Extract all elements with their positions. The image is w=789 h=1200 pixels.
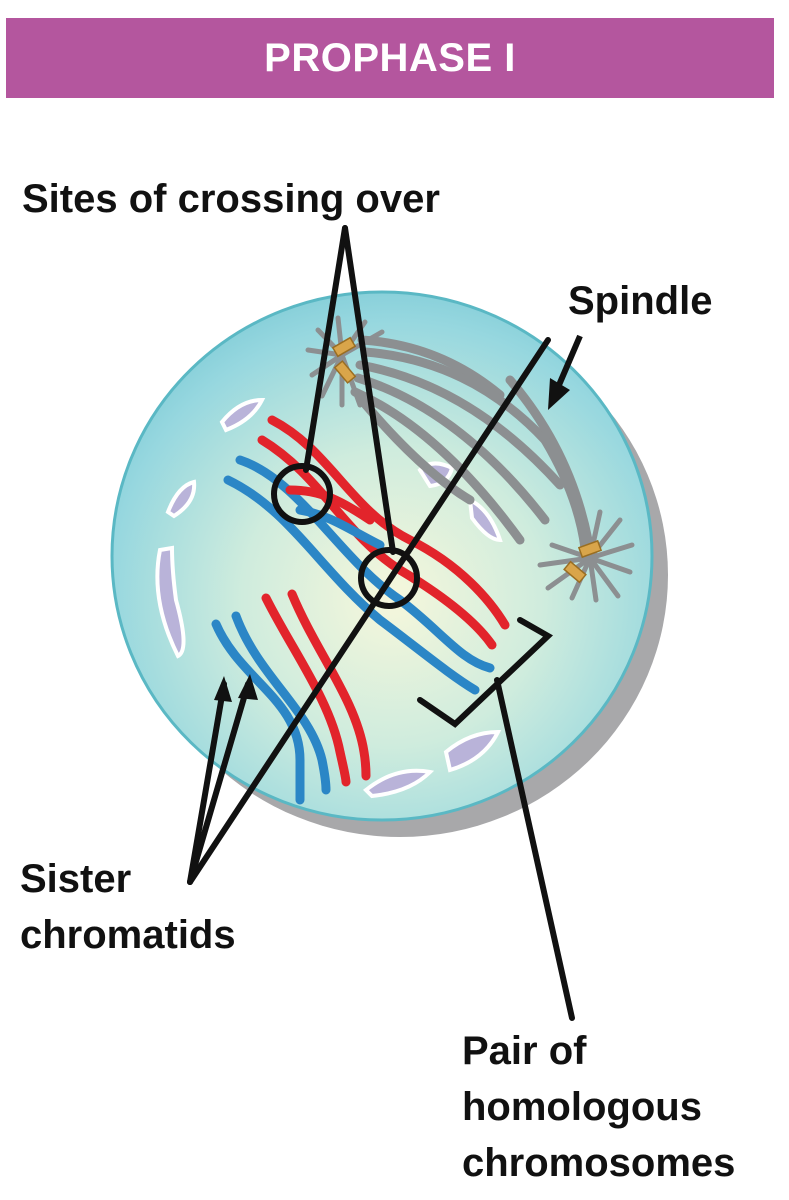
- label-sister-chromatids-line2: chromatids: [20, 913, 236, 957]
- maternal-chromatid: [287, 589, 371, 781]
- envelope-fragment: [219, 397, 266, 433]
- sister-chromatid-arrowhead: [238, 674, 258, 700]
- paternal-chromatid: [235, 455, 495, 673]
- envelope-fragment: [155, 545, 186, 659]
- label-homologous-line1: Pair of: [462, 1029, 587, 1073]
- envelope-fragment: [165, 479, 197, 519]
- crossover-site-circle: [271, 463, 333, 525]
- paternal-chromatid: [231, 611, 331, 795]
- label-homologous-line2: homologous: [462, 1085, 702, 1129]
- maternal-chromatid: [267, 415, 510, 630]
- centriole-pair-upper: [331, 336, 357, 384]
- label-spindle: Spindle: [568, 279, 712, 323]
- aster-lower: [537, 509, 635, 603]
- label-sister-chromatids-line1: Sister: [20, 857, 131, 901]
- label-homologous-line3: chromosomes: [462, 1141, 735, 1185]
- nuclear-envelope-fragments: [155, 397, 503, 799]
- maternal-chromatid: [257, 435, 497, 650]
- crossover-segment: [295, 505, 385, 550]
- centriole-pair-lower: [563, 539, 603, 584]
- homologous-pair-small: [211, 589, 371, 805]
- stage-title-banner: PROPHASE I: [6, 18, 774, 98]
- paternal-chromatid: [211, 619, 305, 805]
- sister-chromatid-arrowhead: [214, 676, 232, 702]
- spindle-pointer-line: [553, 334, 583, 394]
- stage-title: PROPHASE I: [264, 35, 516, 80]
- maternal-chromatid: [261, 593, 351, 787]
- envelope-fragment: [443, 729, 502, 773]
- spindle-pointer-arrowhead: [548, 378, 570, 410]
- envelope-fragment: [363, 768, 435, 799]
- leader-lines: [187, 225, 575, 1021]
- label-crossing-over: Sites of crossing over: [22, 177, 440, 221]
- crossover-site-circle: [358, 547, 420, 609]
- envelope-fragment: [467, 496, 503, 543]
